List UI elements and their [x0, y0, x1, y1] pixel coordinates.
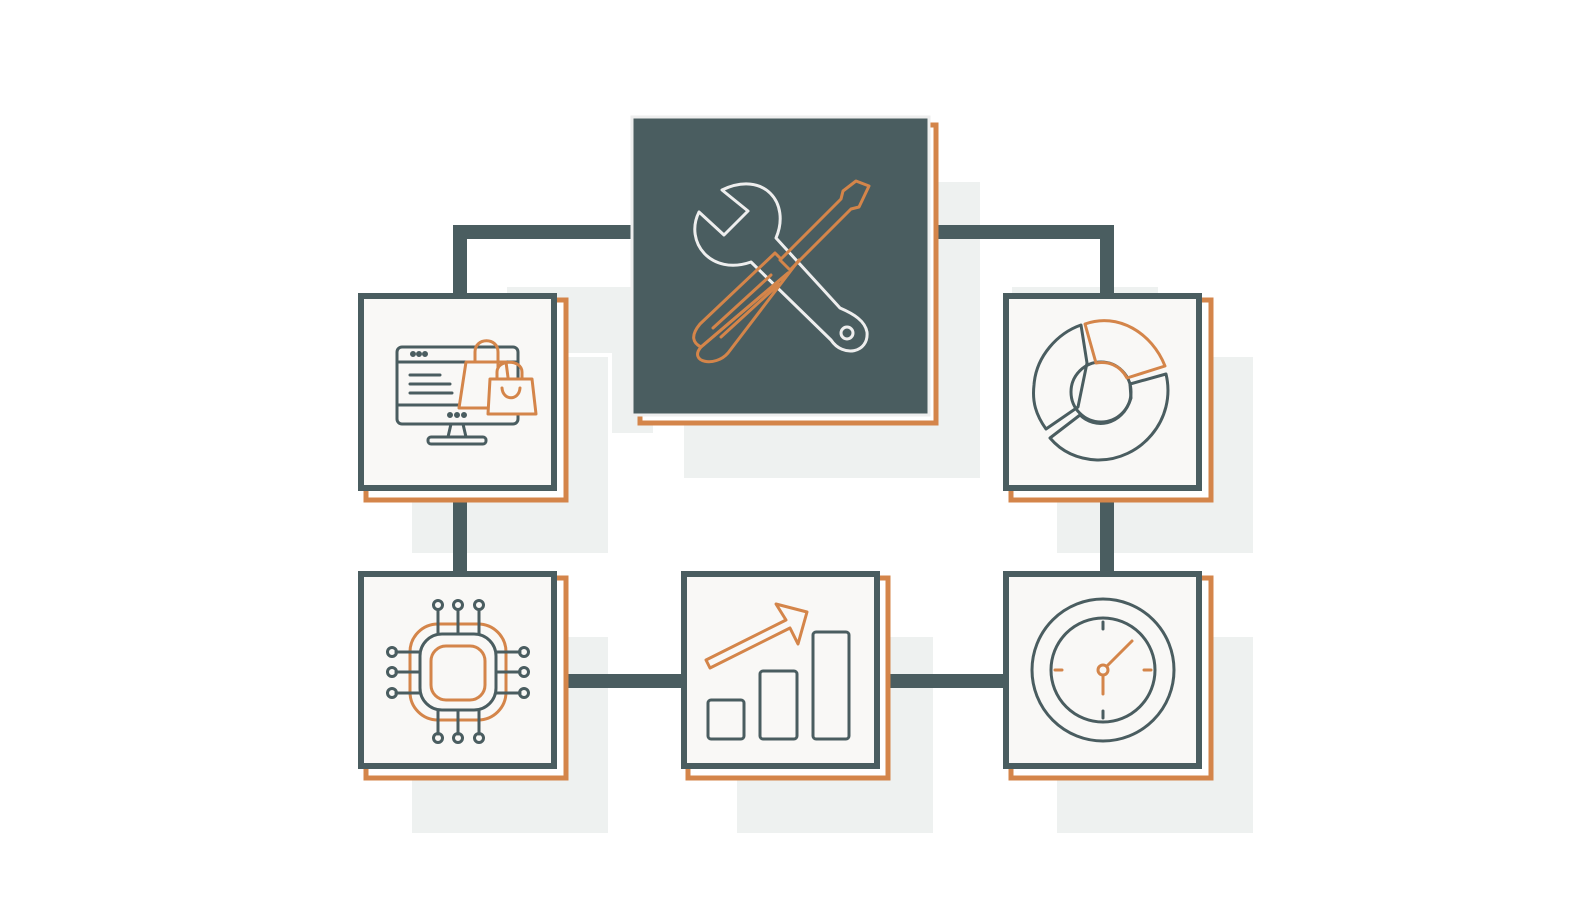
- connector-center-to-analytics: [925, 225, 1114, 300]
- stopwatch-icon: [1030, 597, 1176, 743]
- center-node: [630, 115, 939, 426]
- node-processor: [358, 571, 569, 781]
- connector-center-to-ecommerce: [453, 225, 640, 300]
- monitor-shopping-bags-icon: [395, 339, 538, 446]
- wrench-screwdriver-icon: [692, 179, 871, 364]
- node-ecommerce: [358, 293, 569, 503]
- node-timing: [1003, 571, 1214, 781]
- donut-chart-icon: [1032, 319, 1170, 462]
- bar-chart-growth-icon: [704, 602, 851, 741]
- node-analytics: [1003, 293, 1214, 503]
- connectors: [453, 225, 1114, 688]
- node-growth: [681, 571, 891, 781]
- cpu-chip-icon: [386, 599, 530, 744]
